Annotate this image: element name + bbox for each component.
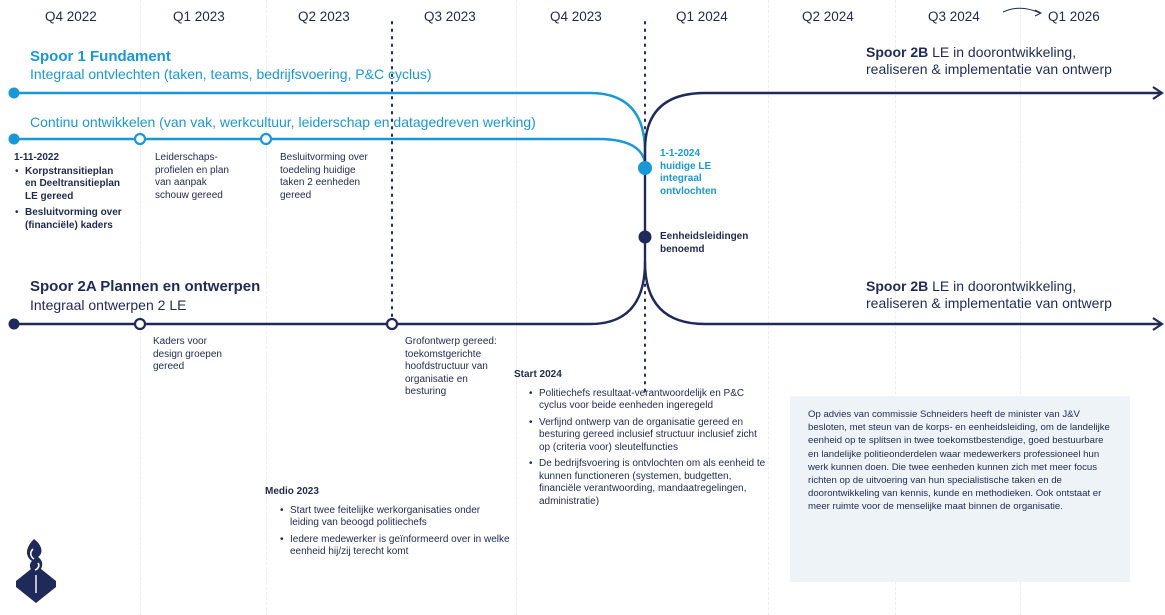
milestone-7-label: Grofontwerp gereed: toekomstgerichte hoo… (405, 336, 497, 397)
milestone-1-item: Besluitvorming over (financiële) kaders (25, 207, 122, 231)
spoor2b-bottom-rest: LE in doorontwikkeling, (928, 278, 1077, 294)
spoor2a-line (14, 261, 647, 326)
start-2024-item: Verfijnd ontwerp van de organisatie gere… (529, 417, 766, 455)
milestone-5-label: Eenheidsleidingen benoemd (660, 231, 749, 255)
milestone-node-filled (638, 161, 652, 175)
milestone-6-label: Kaders voor design groepen gereed (153, 336, 222, 372)
spoor2a-subtitle: Integraal ontwerpen 2 LE (30, 297, 187, 313)
milestone-1-item: Korpstransitieplan en Deeltransitieplan … (25, 165, 121, 202)
medio-2023-block: Medio 2023 Start twee feitelijke werkorg… (265, 486, 510, 563)
spoor2a-title: Spoor 2A Plannen en ontwerpen (30, 278, 261, 295)
spoor1-subtitle: Integraal ontvlechten (taken, teams, bed… (30, 66, 432, 82)
milestone-3-label: Besluitvorming over toedeling huidige ta… (280, 152, 368, 201)
medio-2023-item: Iedere medewerker is geïnformeerd over i… (280, 534, 510, 559)
quarter-label: Q1 2024 (676, 9, 728, 24)
spoor2b-top-rest: LE in doorontwikkeling, (928, 44, 1077, 60)
continu-line (14, 137, 647, 163)
police-logo-icon (16, 539, 56, 603)
quarter-label: Q1 2026 (1048, 9, 1100, 24)
continu-label: Continu ontwikkelen (van vak, werkcultuu… (30, 114, 536, 130)
spoor2b-bottom-title: Spoor 2B (866, 278, 929, 294)
grid-line (768, 0, 769, 615)
start-2024-title: Start 2024 (514, 369, 562, 380)
node-start (8, 87, 20, 99)
milestone-node (259, 132, 273, 146)
info-note: Op advies van commissie Schneiders heeft… (790, 396, 1130, 582)
quarter-label: Q1 2023 (173, 9, 225, 24)
grid-line (266, 0, 267, 615)
quarter-label: Q4 2023 (550, 9, 602, 24)
start-2024-block: Start 2024 Politiechefs resultaat-verant… (514, 369, 766, 512)
grid-line (895, 0, 896, 615)
grid-line (1020, 0, 1021, 615)
skip-arrow (1002, 7, 1041, 14)
spoor2b-bottom-line2: realiseren & implementatie van ontwerp (866, 295, 1112, 311)
spoor2b-bottom-line (643, 261, 1160, 326)
medio-2023-title: Medio 2023 (265, 486, 319, 497)
milestone-2-label: Leiderschaps-profielen en plan van aanpa… (155, 152, 229, 201)
milestone-4-label: 1-1-2024 huidige LE integraal ontvlochte… (660, 148, 717, 197)
grid-line (140, 0, 141, 615)
quarter-label: Q3 2024 (928, 9, 980, 24)
milestone-1-date: 1-11-2022 (14, 152, 60, 163)
arrowhead (1152, 86, 1164, 100)
quarter-label: Q3 2023 (424, 9, 476, 24)
start-2024-item: Politiechefs resultaat-verantwoordelijk … (529, 388, 766, 413)
arrowhead (1152, 317, 1164, 331)
milestone-1-label: 1-11-2022 Korpstransitieplan en Deeltran… (14, 152, 122, 236)
quarter-label: Q4 2022 (45, 9, 97, 24)
medio-2023-item: Start twee feitelijke werkorganisaties o… (280, 505, 510, 530)
spoor2b-top-label: Spoor 2B LE in doorontwikkeling, realise… (866, 44, 1112, 78)
skip-arrow-head (1034, 9, 1043, 17)
node-start (8, 318, 20, 330)
milestone-node (385, 317, 399, 331)
milestone-node (133, 317, 147, 331)
start-2024-item: De bedrijfsvoering is ontvlochten om als… (529, 458, 766, 508)
spoor2b-top-title: Spoor 2B (866, 44, 929, 60)
quarter-label: Q2 2024 (802, 9, 854, 24)
spoor1-title: Spoor 1 Fundament (30, 48, 171, 65)
milestone-node-dark (638, 230, 652, 244)
quarter-label: Q2 2023 (298, 9, 350, 24)
node-start (8, 133, 20, 145)
milestone-node (133, 132, 147, 146)
grid-line (516, 0, 517, 615)
spoor2b-top-line (643, 91, 1160, 262)
spoor2b-top-line2: realiseren & implementatie van ontwerp (866, 61, 1112, 77)
spoor2b-bottom-label: Spoor 2B LE in doorontwikkeling, realise… (866, 278, 1112, 312)
